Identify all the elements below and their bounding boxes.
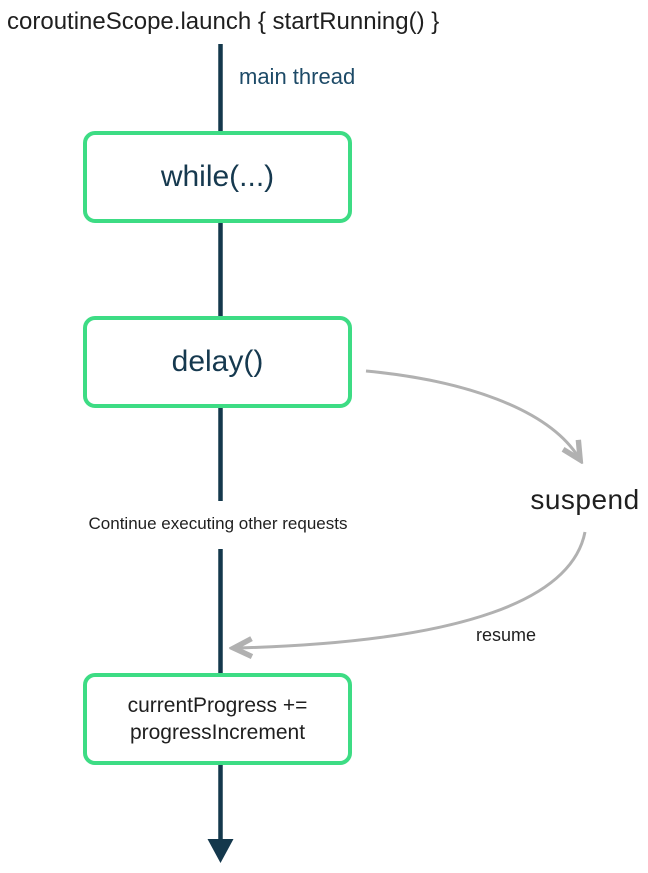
page-title: coroutineScope.launch { startRunning() } — [7, 8, 440, 35]
node-delay-label: delay() — [171, 345, 264, 378]
resume-label: resume — [476, 625, 537, 645]
node-while-label: while(...) — [160, 160, 275, 193]
resume-arrow-icon — [236, 531, 587, 648]
node-delay: delay() — [83, 316, 352, 408]
node-progress-label-line1: currentProgress += — [127, 694, 308, 717]
main-thread-arrowhead-icon — [207, 839, 234, 863]
node-progress-label-line2: progressIncrement — [129, 721, 306, 744]
continue-note: Continue executing other requests — [88, 514, 348, 533]
node-while: while(...) — [83, 131, 352, 223]
suspend-label: suspend — [530, 484, 640, 515]
suspend-arrow-icon — [365, 369, 579, 458]
main-thread-label: main thread — [239, 64, 356, 89]
node-progress: currentProgress += progressIncrement — [83, 673, 352, 765]
